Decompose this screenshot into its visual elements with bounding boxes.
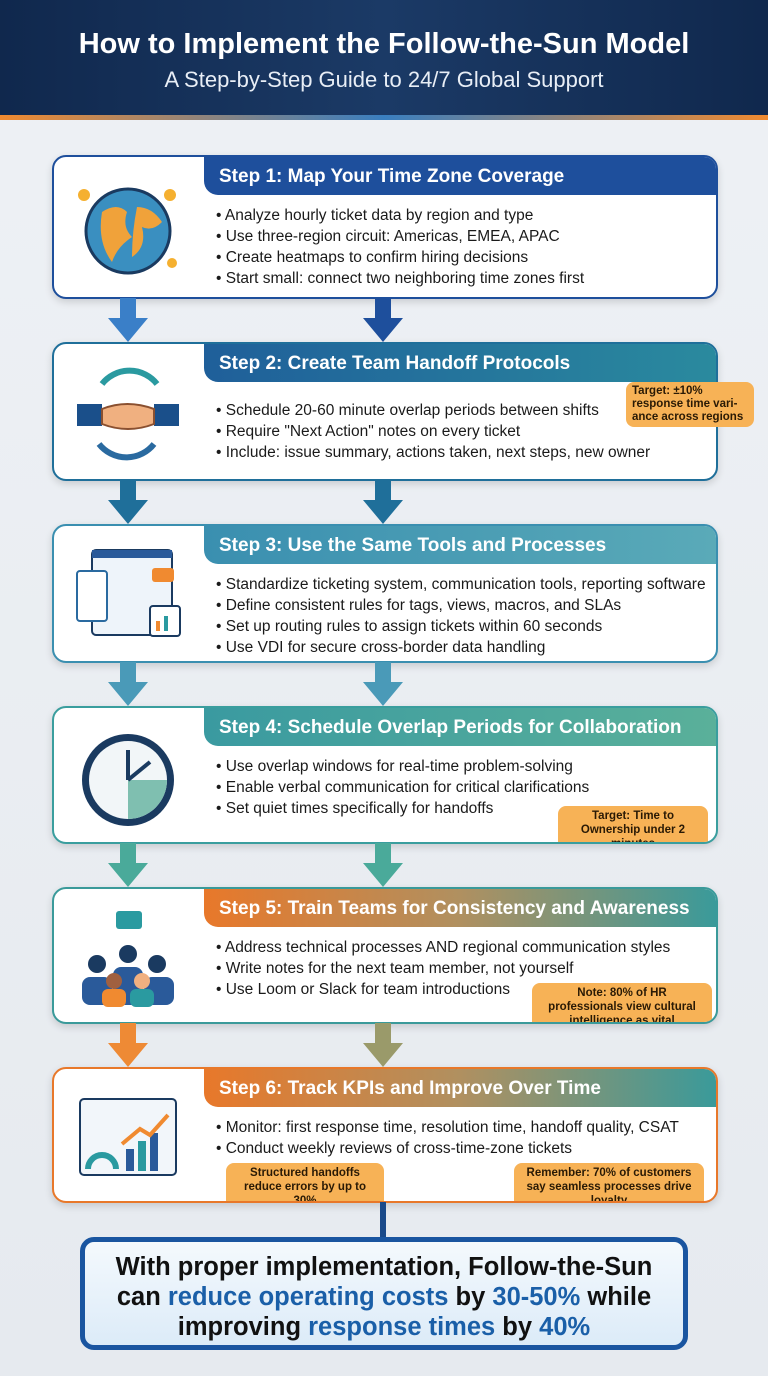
globe-icon <box>78 187 177 275</box>
step-2-card: Step 2: Create Team Handoff Protocols Sc… <box>52 342 718 481</box>
step-title: Step 6: Track KPIs and Improve Over Time <box>204 1069 716 1107</box>
bullet: Include: issue summary, actions taken, n… <box>216 442 650 463</box>
summary-highlight: 40% <box>539 1313 591 1341</box>
bullet: Require "Next Action" notes on every tic… <box>216 421 650 442</box>
step-1-card: Step 1: Map Your Time Zone Coverage Anal… <box>52 155 718 299</box>
stat-note: Note: 80% of HR professionals view cultu… <box>532 983 712 1022</box>
step-title: Step 1: Map Your Time Zone Coverage <box>204 157 716 195</box>
handshake-icon <box>77 367 179 461</box>
page-title: How to Implement the Follow-the-Sun Mode… <box>78 28 690 60</box>
summary-box: With proper implementation, Follow-the-S… <box>80 1237 688 1350</box>
step-title: Step 3: Use the Same Tools and Processes <box>204 526 716 564</box>
page-subtitle: A Step-by-Step Guide to 24/7 Global Supp… <box>164 67 604 92</box>
down-arrow-icon <box>108 662 148 706</box>
down-arrow-icon <box>363 298 403 342</box>
target-note: Target: Time to Ownership under 2 minute… <box>558 806 708 842</box>
bullet: Conduct weekly reviews of cross-time-zon… <box>216 1138 679 1159</box>
summary-line-3: improving response times by 40% <box>85 1312 683 1342</box>
divider <box>0 115 768 120</box>
reminder-note: Remember: 70% of customers say seamless … <box>514 1163 704 1201</box>
bullet-list: Address technical processes AND regional… <box>216 937 670 1000</box>
step-3-card: Step 3: Use the Same Tools and Processes… <box>52 524 718 663</box>
summary-line-1: With proper implementation, Follow-the-S… <box>115 1253 653 1281</box>
down-arrow-icon <box>108 1023 148 1067</box>
bullet-list: Standardize ticketing system, communicat… <box>216 574 706 658</box>
bullet: Standardize ticketing system, communicat… <box>216 574 706 595</box>
summary-text: by <box>495 1313 540 1341</box>
bullet: Use overlap windows for real-time proble… <box>216 756 589 777</box>
down-arrow-icon <box>108 480 148 524</box>
summary-text: by <box>448 1283 493 1311</box>
bullet: Set up routing rules to assign tickets w… <box>216 616 706 637</box>
target-note: Target: ±10% response time vari-ance acr… <box>626 382 754 427</box>
bullet-list: Use overlap windows for real-time proble… <box>216 756 590 819</box>
summary-text: can <box>116 1283 168 1311</box>
connector-line <box>380 1202 386 1238</box>
bullet: Schedule 20-60 minute overlap periods be… <box>216 400 650 421</box>
title-banner: How to Implement the Follow-the-Sun Mode… <box>0 0 768 115</box>
bullet: Start small: connect two neighboring tim… <box>216 268 584 289</box>
graduates-icon <box>82 911 174 1007</box>
bullet: Set quiet times specifically for handoff… <box>216 798 589 819</box>
summary-text: while <box>580 1283 652 1311</box>
stat-note: Structured handoffs reduce errors by up … <box>226 1163 384 1201</box>
bullet: Address technical processes AND regional… <box>216 937 670 958</box>
bullet: Use VDI for secure cross-border data han… <box>216 637 706 658</box>
bullet: Write notes for the next team member, no… <box>216 958 670 979</box>
kpi-chart-icon <box>79 1098 177 1176</box>
step-6-card: Step 6: Track KPIs and Improve Over Time… <box>52 1067 718 1203</box>
step-title: Step 5: Train Teams for Consistency and … <box>204 889 716 927</box>
down-arrow-icon <box>363 843 403 887</box>
step-5-card: Step 5: Train Teams for Consistency and … <box>52 887 718 1024</box>
bullet: Create heatmaps to confirm hiring decisi… <box>216 247 584 268</box>
bullet: Monitor: first response time, resolution… <box>216 1117 679 1138</box>
down-arrow-icon <box>363 1023 403 1067</box>
step-title: Step 4: Schedule Overlap Periods for Col… <box>204 708 716 746</box>
bullet: Define consistent rules for tags, views,… <box>216 595 706 616</box>
down-arrow-icon <box>363 662 403 706</box>
down-arrow-icon <box>108 843 148 887</box>
summary-highlight: 30-50% <box>492 1283 581 1311</box>
bullet-list: Analyze hourly ticket data by region and… <box>216 205 584 289</box>
bullet: Enable verbal communication for critical… <box>216 777 590 798</box>
down-arrow-icon <box>108 298 148 342</box>
bullet: Analyze hourly ticket data by region and… <box>216 205 584 226</box>
bullet-list: Schedule 20-60 minute overlap periods be… <box>216 400 650 463</box>
bullet: Use three-region circuit: Americas, EMEA… <box>216 226 584 247</box>
bullet: Use Loom or Slack for team introductions <box>216 979 670 1000</box>
step-4-card: Step 4: Schedule Overlap Periods for Col… <box>52 706 718 844</box>
down-arrow-icon <box>363 480 403 524</box>
summary-highlight: reduce operating costs <box>167 1283 449 1311</box>
clock-icon <box>82 734 174 826</box>
summary-highlight: response times <box>308 1313 496 1341</box>
summary-line-2: can reduce operating costs by 30-50% whi… <box>85 1282 683 1312</box>
summary-text: improving <box>177 1313 309 1341</box>
dashboard-icon <box>76 549 181 637</box>
step-title: Step 2: Create Team Handoff Protocols <box>204 344 716 382</box>
bullet-list: Monitor: first response time, resolution… <box>216 1117 679 1159</box>
